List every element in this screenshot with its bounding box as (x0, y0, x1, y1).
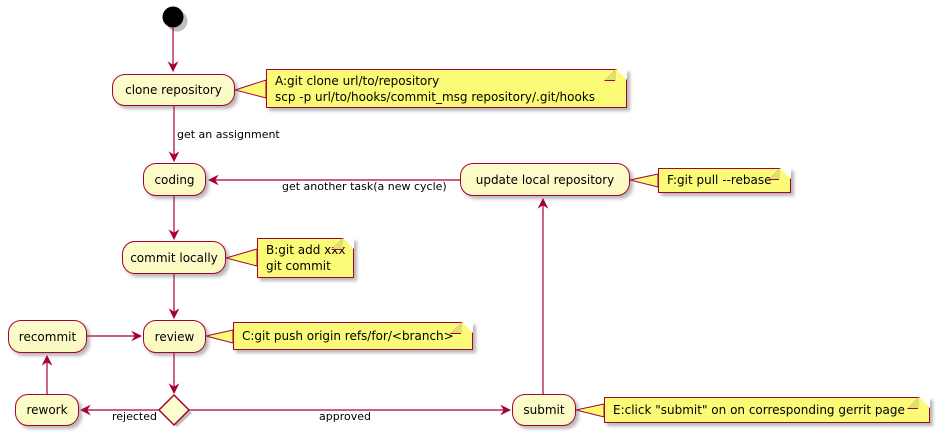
note-b: B:git add xxx git commit (257, 238, 354, 278)
activity-recommit: recommit (8, 320, 87, 353)
activity-label: submit (523, 403, 565, 417)
activity-commit-locally: commit locally (122, 241, 226, 274)
note-line: scp -p url/to/hooks/commit_msg repositor… (275, 90, 596, 104)
note-line: F:git pull --rebase (667, 173, 772, 187)
note-line: C:git push origin refs/for/<branch> (242, 329, 454, 343)
activity-submit: submit (512, 394, 576, 426)
activity-update-local-repository: update local repository (460, 163, 630, 196)
decision-diamond (157, 393, 191, 427)
activity-coding: coding (143, 163, 206, 196)
note-line: B:git add xxx (266, 243, 346, 257)
start-node (162, 6, 184, 28)
note-line: git commit (266, 259, 331, 273)
note-b-connector (224, 248, 258, 267)
edge-label-get-another-task: get another task(a new cycle) (282, 180, 447, 193)
note-e-connector (575, 403, 605, 418)
activity-rework: rework (15, 394, 79, 426)
edge-label-rejected: rejected (112, 410, 157, 423)
edge-label-approved: approved (319, 410, 371, 423)
activity-label: update local repository (475, 172, 615, 187)
activity-clone-repository: clone repository (112, 74, 235, 106)
activity-label: clone repository (125, 83, 222, 97)
activity-label: rework (26, 403, 68, 417)
activity-label: coding (154, 172, 195, 187)
note-line: E:click "submit" on on corresponding ger… (613, 403, 905, 417)
note-a: A:git clone url/to/repository scp -p url… (266, 69, 627, 108)
note-c: C:git push origin refs/for/<branch> (233, 322, 473, 350)
note-a-connector (233, 79, 267, 99)
note-f: F:git pull --rebase (658, 168, 791, 193)
activity-label: commit locally (130, 250, 218, 265)
activity-review: review (143, 320, 206, 353)
edge-label-get-an-assignment: get an assignment (177, 128, 280, 141)
note-c-connector (205, 329, 234, 344)
note-f-connector (629, 173, 659, 188)
activity-label: recommit (18, 329, 77, 344)
note-e: E:click "submit" on on corresponding ger… (604, 397, 930, 423)
activity-label: review (154, 329, 195, 344)
note-line: A:git clone url/to/repository (275, 74, 440, 88)
